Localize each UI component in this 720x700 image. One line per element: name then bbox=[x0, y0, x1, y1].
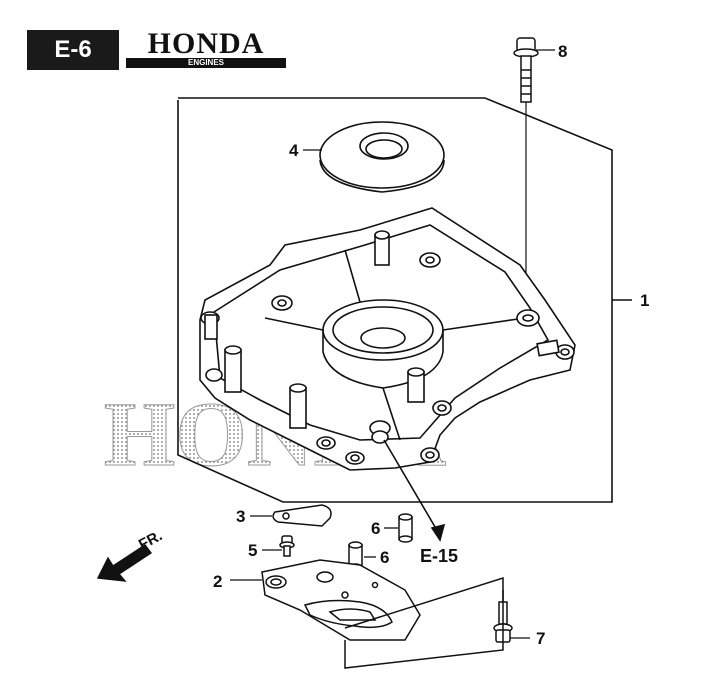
bolt-5 bbox=[279, 535, 295, 557]
callout-6-upper: 6 bbox=[371, 519, 380, 538]
callout-1: 1 bbox=[640, 291, 649, 310]
breather-outlet bbox=[369, 420, 391, 444]
cover-posts bbox=[204, 230, 560, 429]
gasket-plate-part bbox=[272, 504, 332, 527]
front-direction-arrow bbox=[96, 544, 153, 582]
brand-subtitle: ENGINES bbox=[126, 58, 286, 68]
callout-3: 3 bbox=[236, 507, 245, 526]
breather-plate-part bbox=[261, 559, 421, 641]
honda-engines-logo: HONDA ENGINES bbox=[126, 28, 286, 68]
oil-seal-part bbox=[319, 121, 445, 193]
callout-4: 4 bbox=[289, 141, 299, 160]
callout-2: 2 bbox=[213, 572, 222, 591]
callout-6-lower: 6 bbox=[380, 548, 389, 567]
flange-bolt-8 bbox=[513, 37, 539, 318]
lower-assembly-bracket bbox=[344, 576, 504, 669]
callout-7: 7 bbox=[536, 629, 545, 648]
leader-lines bbox=[230, 49, 555, 639]
reference-arrow bbox=[383, 439, 446, 542]
brand-wordmark: HONDA bbox=[147, 27, 265, 60]
callout-8: 8 bbox=[558, 42, 567, 61]
crankcase-cover-part bbox=[199, 207, 576, 471]
assembly-bracket bbox=[177, 97, 632, 503]
section-reference-e15[interactable]: E-15 bbox=[420, 546, 458, 566]
dowel-pin-upper bbox=[398, 513, 413, 543]
section-code-badge: E-6 bbox=[27, 30, 119, 70]
callout-5: 5 bbox=[248, 541, 257, 560]
